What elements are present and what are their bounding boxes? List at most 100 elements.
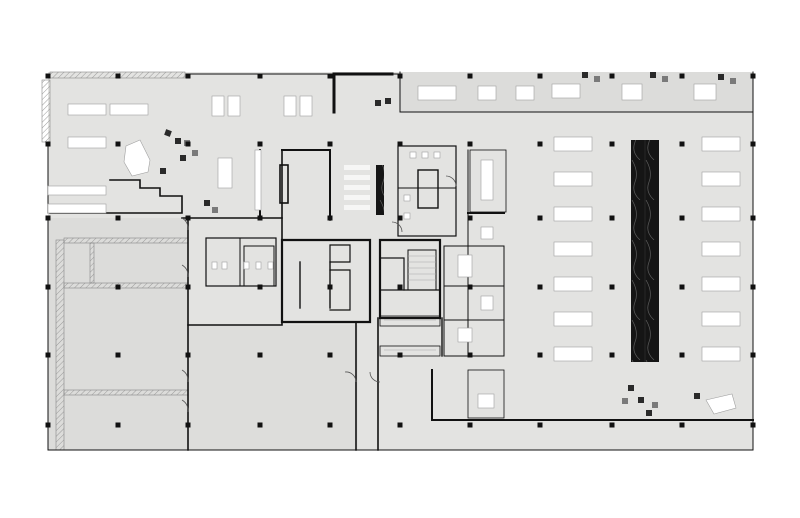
chairs [160, 72, 736, 416]
lounge-chair [582, 72, 588, 78]
structural-column [679, 352, 685, 358]
structural-column [750, 73, 756, 79]
toilet-fixture [243, 261, 250, 270]
lounge-chair [638, 397, 644, 403]
desk-bank [553, 241, 593, 257]
desk-bank [553, 171, 593, 187]
structural-column [679, 284, 685, 290]
stair-treads [384, 255, 436, 351]
meeting-table-room [480, 226, 494, 240]
north-desk-pair [227, 95, 241, 117]
structural-column [467, 141, 473, 147]
lounge-chair [662, 76, 668, 82]
structural-column [679, 73, 685, 79]
structural-column [537, 141, 543, 147]
columns [45, 73, 756, 428]
desk-bank [553, 346, 593, 362]
structural-column [115, 284, 121, 290]
walls [47, 71, 754, 451]
structural-column [679, 422, 685, 428]
lounge-chair [718, 74, 724, 80]
structural-column [327, 352, 333, 358]
structural-column [467, 73, 473, 79]
structural-column [537, 422, 543, 428]
structural-column [185, 215, 191, 221]
structural-column [115, 352, 121, 358]
lounge-step [344, 165, 370, 170]
structural-column [609, 141, 615, 147]
toilet-fixture [267, 261, 274, 270]
structural-column [115, 141, 121, 147]
lounge-chair [192, 150, 198, 156]
feature-elements [344, 140, 659, 362]
hatched-wall-west-top [41, 79, 51, 143]
structural-column [750, 422, 756, 428]
structural-column [185, 141, 191, 147]
desk-bank [701, 136, 741, 152]
toilet-fixture [421, 151, 429, 159]
door-swing-2 [181, 264, 189, 278]
bench-desk [47, 185, 107, 196]
structural-column [679, 215, 685, 221]
lounge-chair [375, 100, 381, 106]
lounge-chair [628, 385, 634, 391]
wall-central-core-shaft [329, 244, 351, 263]
north-desk-pair [211, 95, 225, 117]
bench-desk [67, 103, 107, 116]
floor-slab-south-lobby [188, 325, 358, 450]
structural-column [750, 141, 756, 147]
meeting-table-room [457, 327, 473, 343]
bench-desk [109, 103, 149, 116]
structural-column [609, 422, 615, 428]
door-swing-3 [181, 369, 189, 383]
structural-column [257, 284, 263, 290]
structural-column [115, 422, 121, 428]
desk-bank [701, 276, 741, 292]
structural-column [679, 141, 685, 147]
structural-column [467, 352, 473, 358]
lounge-chair [180, 155, 186, 161]
toilet-fixture [433, 151, 441, 159]
door-swing-4 [181, 399, 189, 413]
toilet-fixture [221, 261, 228, 270]
desk-bank [553, 276, 593, 292]
structural-column [257, 141, 263, 147]
desk-bank [553, 206, 593, 222]
structural-column [609, 73, 615, 79]
wall-lounge-bottom [49, 179, 183, 214]
structural-column [327, 215, 333, 221]
lounge-chair [646, 410, 652, 416]
lounge-step [344, 195, 370, 200]
toilet-fixture [255, 261, 262, 270]
door-swing-8 [391, 221, 403, 233]
structural-column [537, 352, 543, 358]
lounge-chair [212, 207, 218, 213]
structural-column [537, 73, 543, 79]
structural-column [45, 215, 51, 221]
bench-desk [67, 136, 107, 149]
lounge-chair [694, 393, 700, 399]
structural-column [45, 422, 51, 428]
structural-column [257, 352, 263, 358]
structural-column [327, 141, 333, 147]
cafe-counter [217, 157, 233, 189]
hatched-wall-tenant-low [63, 389, 189, 396]
meeting-table-north [621, 83, 643, 101]
structural-column [397, 284, 403, 290]
structural-column [609, 284, 615, 290]
meeting-table-room [480, 295, 494, 311]
structural-column [397, 352, 403, 358]
structural-column [609, 352, 615, 358]
wall-core-slot [279, 164, 289, 204]
doors [181, 175, 457, 413]
desk-bank [701, 171, 741, 187]
door-swing-1 [181, 217, 189, 231]
structural-column [115, 73, 121, 79]
structural-column [45, 352, 51, 358]
lounge-step [344, 175, 370, 180]
restroom-block-west [205, 237, 277, 287]
north-desk-pair [283, 95, 297, 117]
furniture [47, 83, 741, 415]
structural-column [327, 73, 333, 79]
restroom-block-north [397, 145, 457, 237]
